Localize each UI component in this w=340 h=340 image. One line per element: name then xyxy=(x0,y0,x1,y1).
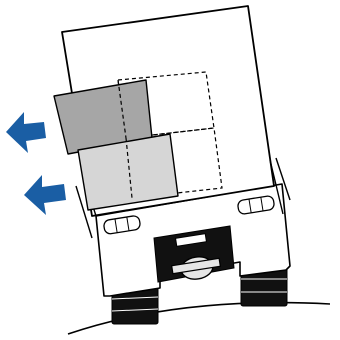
shift-arrows xyxy=(6,112,66,215)
arrow-left-icon xyxy=(24,175,66,215)
arrow-left-icon xyxy=(6,112,46,153)
ground-line xyxy=(68,303,330,334)
